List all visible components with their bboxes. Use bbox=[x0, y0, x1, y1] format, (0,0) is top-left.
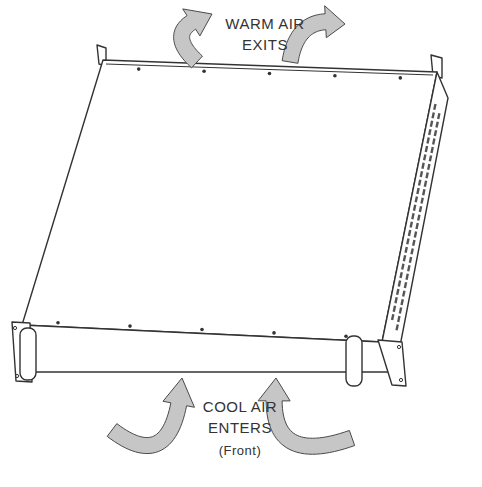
vent-slot bbox=[419, 206, 423, 212]
vent-slot bbox=[425, 146, 429, 152]
ear-hole bbox=[397, 345, 400, 348]
vent-slot bbox=[397, 316, 401, 322]
ear-hole bbox=[399, 378, 402, 381]
vent-slot bbox=[415, 223, 419, 229]
vent-slot bbox=[398, 280, 402, 286]
screw bbox=[399, 76, 403, 80]
ear-hole bbox=[15, 374, 18, 377]
handle bbox=[20, 328, 36, 380]
vent-slots bbox=[391, 104, 441, 331]
rack-ear bbox=[378, 340, 406, 386]
vent-slot bbox=[420, 197, 424, 203]
location-note: (Front) bbox=[215, 442, 266, 460]
airflow-arrow bbox=[174, 9, 212, 68]
vent-slot bbox=[409, 257, 413, 263]
vent-slot bbox=[432, 138, 436, 144]
airflow-label: WARM AIR EXITS bbox=[224, 13, 307, 55]
vent-slot bbox=[393, 306, 397, 312]
screw bbox=[128, 324, 132, 328]
vent-slot bbox=[431, 112, 435, 118]
vent-slot bbox=[426, 137, 430, 143]
vent-slot bbox=[396, 289, 400, 295]
vent-slot bbox=[415, 196, 419, 202]
screw bbox=[333, 74, 337, 78]
screw bbox=[200, 328, 204, 332]
vent-slot bbox=[417, 214, 421, 220]
vent-slot bbox=[429, 155, 433, 161]
vent-slot bbox=[394, 297, 398, 303]
vent-slot bbox=[410, 248, 414, 254]
vent-slot bbox=[430, 147, 434, 153]
airflow-label: COOL AIR ENTERS bbox=[190, 396, 291, 438]
vent-slot bbox=[407, 265, 411, 271]
screw bbox=[272, 331, 276, 335]
airflow-arrow bbox=[282, 6, 345, 64]
vent-slot bbox=[406, 238, 410, 244]
vent-slot bbox=[395, 324, 399, 330]
airflow-arrow bbox=[258, 378, 355, 454]
vent-slot bbox=[434, 130, 438, 136]
vent-slot bbox=[427, 164, 431, 170]
vent-slot bbox=[402, 290, 406, 296]
airflow-arrow bbox=[107, 378, 194, 454]
vent-slot bbox=[404, 247, 408, 253]
handle bbox=[346, 336, 362, 386]
top-panel bbox=[22, 60, 437, 342]
vent-slot bbox=[414, 231, 418, 237]
vent-slot bbox=[422, 189, 426, 195]
screw bbox=[202, 70, 206, 74]
vent-slot bbox=[412, 240, 416, 246]
screw bbox=[137, 67, 141, 71]
screw bbox=[268, 72, 272, 76]
vent-slot bbox=[399, 272, 403, 278]
vent-slot bbox=[400, 299, 404, 305]
vent-slot bbox=[399, 307, 403, 313]
vent-slot bbox=[401, 263, 405, 269]
vent-slot bbox=[411, 213, 415, 219]
vent-slot bbox=[433, 104, 437, 110]
vent-slot bbox=[421, 163, 425, 169]
vent-slot bbox=[423, 154, 427, 160]
vent-slot bbox=[405, 274, 409, 280]
vent-slot bbox=[435, 121, 439, 127]
screw bbox=[56, 321, 60, 325]
vent-slot bbox=[408, 230, 412, 236]
vent-slot bbox=[404, 282, 408, 288]
screw bbox=[344, 335, 348, 339]
front-panel bbox=[22, 325, 395, 372]
side-panel bbox=[382, 72, 448, 372]
vent-slot bbox=[403, 255, 407, 261]
rear-edge bbox=[106, 64, 433, 75]
vent-slot bbox=[437, 113, 441, 119]
airflow-arrows bbox=[107, 6, 354, 454]
vent-slot bbox=[420, 171, 424, 177]
vent-slot bbox=[391, 314, 395, 320]
ear-hole bbox=[13, 326, 16, 329]
vent-slot bbox=[424, 181, 428, 187]
vent-slot bbox=[416, 188, 420, 194]
screws bbox=[56, 67, 402, 338]
vent-slot bbox=[430, 121, 434, 127]
vent-slot bbox=[428, 129, 432, 135]
vent-slot bbox=[409, 221, 413, 227]
vent-slot bbox=[418, 179, 422, 185]
vent-slot bbox=[413, 205, 417, 211]
vent-slot bbox=[425, 172, 429, 178]
